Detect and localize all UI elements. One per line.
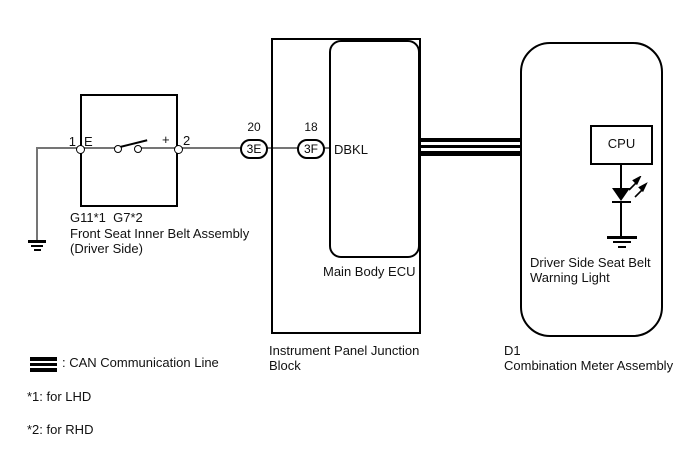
junction-block-name-line2: Block	[269, 358, 301, 373]
can-line	[420, 138, 520, 156]
wire-pin1-to-switch	[80, 147, 116, 149]
cpu-box	[590, 125, 653, 165]
can-legend-label: : CAN Communication Line	[62, 355, 219, 370]
warning-light-name-line2: Warning Light	[530, 270, 610, 285]
connector-3e-pin-number: 20	[247, 120, 261, 134]
connector-3f-pin-number: 18	[304, 120, 318, 134]
switch-contact-left	[114, 145, 122, 153]
belt-switch-box	[80, 94, 178, 207]
cpu-label: CPU	[607, 136, 636, 151]
switch-connector-codes: G11*1 G7*2	[70, 210, 143, 225]
wire-ground-vertical	[36, 147, 38, 241]
main-body-ecu-label: Main Body ECU	[323, 264, 416, 279]
pin1-number: 1	[68, 134, 76, 149]
led-wire-lower	[620, 203, 622, 236]
wire-switch-to-3e	[140, 147, 241, 149]
footnote-rhd: *2: for RHD	[27, 422, 94, 437]
junction-block-box	[271, 38, 421, 334]
led-icon	[612, 188, 630, 201]
led-cathode-bar	[612, 201, 631, 203]
terminal-2-circle	[174, 145, 183, 154]
pin1-name: E	[84, 134, 93, 149]
main-body-ecu-box	[329, 40, 420, 258]
switch-name-line2: (Driver Side)	[70, 241, 143, 256]
junction-block-name-line1: Instrument Panel Junction	[269, 343, 420, 358]
can-legend-icon	[30, 357, 57, 372]
wire-ground-horizontal	[36, 147, 80, 149]
terminal-1-circle	[76, 145, 85, 154]
ecu-terminal-name: DBKL	[334, 142, 368, 157]
switch-name-line1: Front Seat Inner Belt Assembly	[70, 226, 250, 241]
pin2-sign: +	[162, 132, 170, 147]
combination-meter-box	[520, 42, 663, 337]
connector-3e: 3E	[240, 139, 268, 159]
connector-3f: 3F	[297, 139, 325, 159]
warning-light-name-line1: Driver Side Seat Belt	[530, 255, 651, 270]
led-wire-upper	[620, 165, 622, 188]
meter-name: Combination Meter Assembly	[504, 358, 674, 373]
led-emission-arrows-icon	[628, 176, 648, 198]
switch-contact-right	[134, 145, 142, 153]
meter-code: D1	[504, 343, 521, 358]
footnote-lhd: *1: for LHD	[27, 389, 92, 404]
pin2-number: 2	[183, 133, 191, 148]
